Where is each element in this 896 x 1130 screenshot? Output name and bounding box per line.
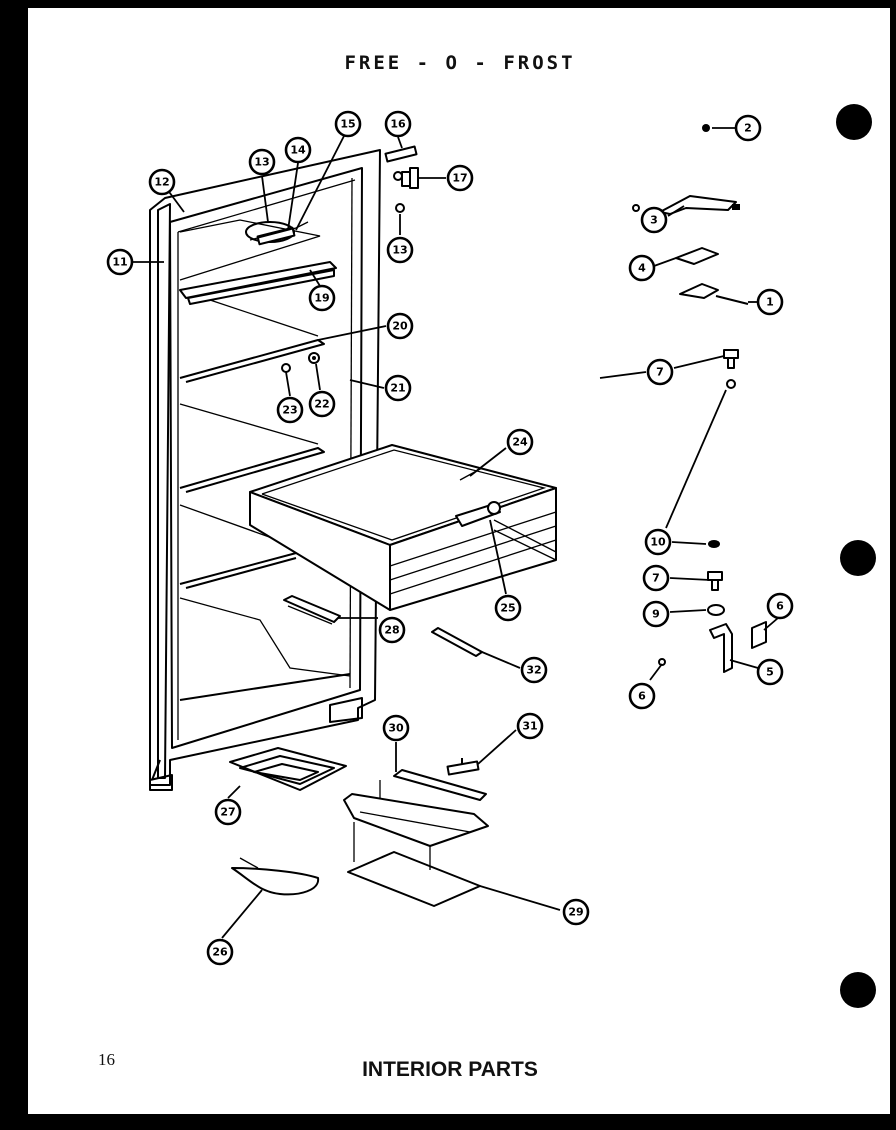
callout-26: 26 <box>206 938 234 966</box>
punch-hole-middle <box>840 540 876 576</box>
svg-text:6: 6 <box>638 690 646 703</box>
callout-16: 16 <box>384 110 412 138</box>
svg-text:22: 22 <box>314 398 329 411</box>
svg-text:5: 5 <box>766 666 774 679</box>
svg-text:12: 12 <box>154 176 169 189</box>
punch-hole-bottom <box>840 972 876 1008</box>
svg-text:16: 16 <box>390 118 406 131</box>
svg-text:21: 21 <box>390 382 405 395</box>
callout-27: 27 <box>214 798 242 826</box>
callout-28: 28 <box>378 616 406 644</box>
callout-23: 23 <box>276 396 304 424</box>
svg-text:1: 1 <box>766 296 774 309</box>
svg-text:9: 9 <box>652 608 660 621</box>
diagram-caption: INTERIOR PARTS <box>362 1058 538 1081</box>
callout-1: 1 <box>756 288 784 316</box>
svg-text:28: 28 <box>384 624 399 637</box>
lower-parts <box>229 747 489 907</box>
callout-2: 2 <box>734 114 762 142</box>
callout-7-upper: 7 <box>646 358 674 386</box>
callout-29: 29 <box>562 898 590 926</box>
svg-text:29: 29 <box>568 906 583 919</box>
svg-text:3: 3 <box>650 214 658 227</box>
svg-text:2: 2 <box>744 122 752 135</box>
callout-4: 4 <box>628 254 656 282</box>
callout-5: 5 <box>756 658 784 686</box>
callout-10: 10 <box>644 528 672 556</box>
svg-text:19: 19 <box>314 292 329 305</box>
callout-14: 14 <box>284 136 312 164</box>
liner-shelves <box>179 299 351 701</box>
callout-6-upper: 6 <box>766 592 794 620</box>
svg-text:24: 24 <box>512 436 528 449</box>
svg-text:23: 23 <box>282 404 297 417</box>
callout-7-lower: 7 <box>642 564 670 592</box>
callout-9: 9 <box>642 600 670 628</box>
callout-6-lower: 6 <box>628 682 656 710</box>
callout-22: 22 <box>308 390 336 418</box>
cabinet-liner <box>149 149 381 791</box>
svg-text:25: 25 <box>500 602 515 615</box>
svg-text:32: 32 <box>526 664 541 677</box>
crisper-drawer <box>249 444 557 611</box>
callout-25: 25 <box>494 594 522 622</box>
svg-text:4: 4 <box>638 262 646 275</box>
punch-hole-top <box>836 104 872 140</box>
shelf-pins <box>281 352 320 373</box>
svg-text:26: 26 <box>212 946 228 959</box>
callout-15: 15 <box>334 110 362 138</box>
page-number: 16 <box>98 1050 115 1069</box>
svg-text:27: 27 <box>220 806 235 819</box>
callout-19: 19 <box>308 284 336 312</box>
svg-text:7: 7 <box>656 366 664 379</box>
callout-31: 31 <box>516 712 544 740</box>
callout-13-right: 13 <box>386 236 414 264</box>
svg-text:30: 30 <box>388 722 404 735</box>
svg-text:7: 7 <box>652 572 660 585</box>
liner-ceiling <box>179 219 337 305</box>
svg-text:10: 10 <box>650 536 666 549</box>
svg-text:31: 31 <box>522 720 537 733</box>
callout-21: 21 <box>384 374 412 402</box>
svg-text:11: 11 <box>112 256 127 269</box>
svg-text:17: 17 <box>452 172 467 185</box>
svg-text:6: 6 <box>776 600 784 613</box>
callout-20: 20 <box>386 312 414 340</box>
callout-13-left: 13 <box>248 148 276 176</box>
svg-text:20: 20 <box>392 320 408 333</box>
callout-11: 11 <box>106 248 134 276</box>
callout-3: 3 <box>640 206 668 234</box>
svg-text:15: 15 <box>340 118 355 131</box>
svg-text:14: 14 <box>290 144 306 157</box>
svg-text:13: 13 <box>254 156 269 169</box>
trim-strip <box>431 627 483 657</box>
callout-24: 24 <box>506 428 534 456</box>
diagram-title: FREE - O - FROST <box>344 52 576 74</box>
leader-lines <box>133 127 779 939</box>
drawer-rail <box>283 595 341 625</box>
callout-12: 12 <box>148 168 176 196</box>
svg-text:13: 13 <box>392 244 407 257</box>
callout-17: 17 <box>446 164 474 192</box>
callout-32: 32 <box>520 656 548 684</box>
callout-30: 30 <box>382 714 410 742</box>
